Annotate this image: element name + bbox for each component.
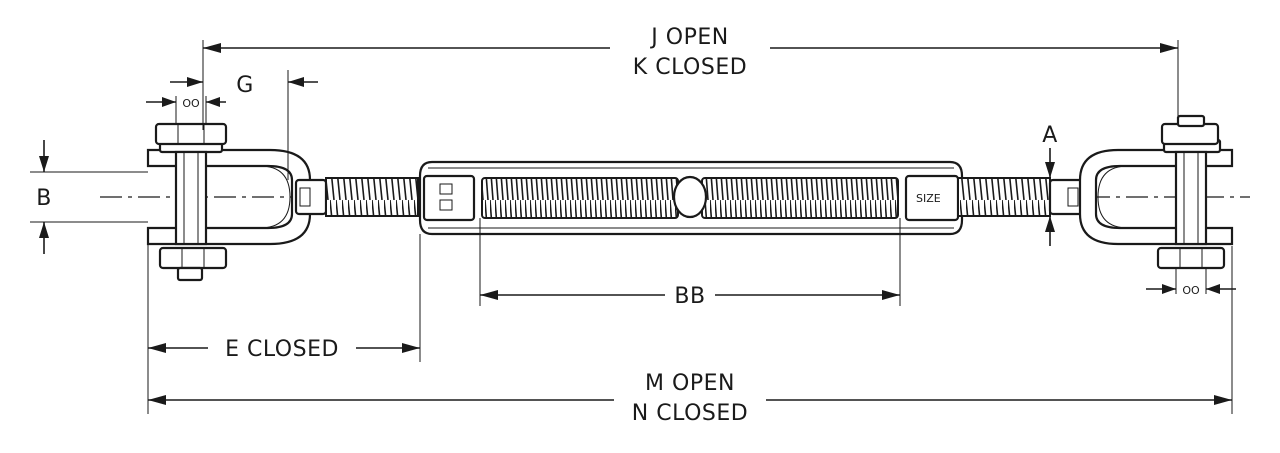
right-jaw: [957, 114, 1234, 270]
label-n-closed: N CLOSED: [632, 401, 748, 426]
label-m-open: M OPEN: [645, 371, 735, 396]
dimension-oo-right: [1146, 268, 1236, 294]
dimension-bb: [479, 218, 901, 306]
label-e-closed: E CLOSED: [225, 337, 339, 362]
label-a: A: [1042, 123, 1058, 148]
dimension-oo-left: [146, 96, 226, 124]
dimension-g: [170, 70, 318, 180]
label-j-open: J OPEN: [649, 25, 728, 50]
dimension-b: [30, 140, 148, 254]
turnbuckle-body: [418, 160, 964, 236]
left-jaw: [146, 122, 419, 282]
label-bb: BB: [674, 284, 705, 309]
dimension-m-n: [147, 246, 1233, 414]
dimension-e-closed: [147, 234, 421, 362]
dimension-j-k: [202, 40, 1179, 130]
label-oo-right: OO: [1182, 284, 1200, 297]
dimension-a: [1045, 148, 1055, 246]
label-g: G: [236, 73, 254, 98]
label-oo-left: OO: [182, 97, 200, 110]
label-k-closed: K CLOSED: [633, 55, 747, 80]
size-stamp: SIZE: [916, 192, 941, 205]
label-b: B: [36, 186, 52, 211]
